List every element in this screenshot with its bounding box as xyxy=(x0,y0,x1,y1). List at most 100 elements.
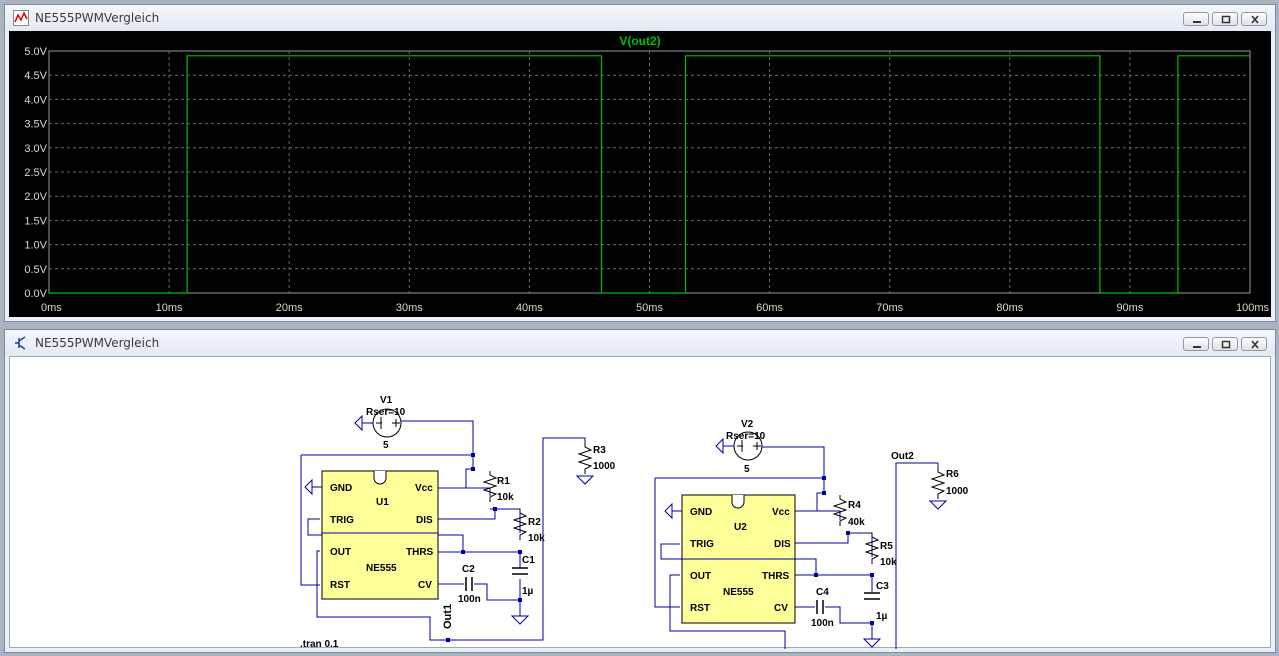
waveform-icon xyxy=(13,10,29,26)
ground-icon xyxy=(664,502,673,520)
r4-value: 40k xyxy=(848,517,865,528)
u2-pin-trig: TRIG xyxy=(690,539,714,550)
u1-pin-vcc: Vcc xyxy=(415,483,433,494)
x-tick-label: 0ms xyxy=(41,302,62,314)
r3-value: 1000 xyxy=(593,461,616,472)
minimize-button[interactable] xyxy=(1183,12,1209,26)
maximize-button[interactable] xyxy=(1212,337,1238,351)
waveform-titlebar[interactable]: NE555PWMVergleich xyxy=(5,5,1275,31)
r1-value: 10k xyxy=(497,492,514,503)
c2-value: 100n xyxy=(458,594,481,605)
ground-icon xyxy=(304,478,313,496)
schematic-titlebar[interactable]: NE555PWMVergleich xyxy=(5,330,1275,356)
u1-pin-rst: RST xyxy=(330,580,350,591)
u2-pin-thrs: THRS xyxy=(762,571,790,582)
resistor-r4[interactable]: R4 40k xyxy=(832,495,865,528)
resistor-r6[interactable]: R6 1000 xyxy=(928,468,969,510)
spice-directive[interactable]: .tran 0.1 xyxy=(300,639,339,650)
schematic-window[interactable]: NE555PWMVergleich xyxy=(4,329,1276,656)
y-tick-label: 0.5V xyxy=(24,264,47,276)
y-tick-label: 0.0V xyxy=(24,288,47,300)
resistor-r1[interactable]: R1 10k xyxy=(482,471,514,503)
y-tick-label: 1.0V xyxy=(24,240,47,252)
close-button[interactable] xyxy=(1241,337,1267,351)
y-tick-label: 5.0V xyxy=(24,46,47,58)
r5-name: R5 xyxy=(880,541,893,552)
close-icon xyxy=(1251,340,1259,349)
u1-pin-trig: TRIG xyxy=(330,515,354,526)
c3-value: 1µ xyxy=(876,611,888,622)
waveform-chart[interactable]: 0.0V0.5V1.0V1.5V2.0V2.5V3.0V3.5V4.0V4.5V… xyxy=(9,31,1271,317)
u2-pin-gnd: GND xyxy=(690,507,712,518)
close-button[interactable] xyxy=(1241,12,1267,26)
ic-u2-ne555[interactable]: GND U2 Vcc TRIG DIS OUT THRS NE555 RST C… xyxy=(664,494,796,624)
trace-label-vout2[interactable]: V(out2) xyxy=(619,34,660,48)
u2-part: NE555 xyxy=(723,587,754,598)
schematic-canvas[interactable]: V1 Rser=10 5 GND U1 Vcc TRIG DIS OUT THR… xyxy=(9,356,1272,656)
x-tick-label: 90ms xyxy=(1116,302,1143,314)
voltage-source-v2[interactable]: V2 Rser=10 5 xyxy=(715,419,766,475)
capacitor-c4[interactable]: C4 100n xyxy=(811,587,834,629)
resistor-r2[interactable]: R2 10k xyxy=(512,509,545,544)
minimize-button[interactable] xyxy=(1183,337,1209,351)
junctions-circuit2 xyxy=(814,476,874,625)
u2-pin-cv: CV xyxy=(774,603,788,614)
schematic-drawing[interactable]: V1 Rser=10 5 GND U1 Vcc TRIG DIS OUT THR… xyxy=(10,357,1272,656)
r2-value: 10k xyxy=(528,533,545,544)
x-tick-label: 10ms xyxy=(156,302,183,314)
maximize-button[interactable] xyxy=(1212,12,1238,26)
v1-name: V1 xyxy=(380,395,393,406)
resistor-r5[interactable]: R5 10k xyxy=(864,533,897,568)
net-label-out2[interactable]: Out2 xyxy=(891,451,914,462)
r4-name: R4 xyxy=(848,500,861,511)
minimize-icon xyxy=(1193,346,1201,348)
x-tick-label: 70ms xyxy=(876,302,903,314)
c4-name: C4 xyxy=(816,587,829,598)
u1-pin-cv: CV xyxy=(418,580,432,591)
x-tick-label: 80ms xyxy=(996,302,1023,314)
x-tick-label: 40ms xyxy=(516,302,543,314)
y-tick-label: 2.5V xyxy=(24,167,47,179)
u2-pin-dis: DIS xyxy=(774,539,791,550)
ic-u1-ne555[interactable]: GND U1 Vcc TRIG DIS OUT THRS NE555 RST C… xyxy=(304,470,439,600)
capacitor-c2[interactable]: C2 100n xyxy=(458,564,481,605)
c1-value: 1µ xyxy=(522,586,534,597)
u1-pin-out: OUT xyxy=(330,547,351,558)
close-icon xyxy=(1251,15,1259,24)
x-tick-label: 30ms xyxy=(396,302,423,314)
capacitor-c1[interactable]: C1 1µ xyxy=(512,555,535,597)
x-tick-label: 100ms xyxy=(1236,302,1270,314)
v2-rser: Rser=10 xyxy=(726,431,766,442)
schematic-window-title: NE555PWMVergleich xyxy=(35,336,160,350)
trace-vout2[interactable] xyxy=(49,55,1250,294)
net-label-out1[interactable]: Out1 xyxy=(442,604,454,629)
u2-pin-out: OUT xyxy=(690,571,711,582)
ground-icon xyxy=(354,414,363,432)
x-tick-label: 60ms xyxy=(756,302,783,314)
v1-value: 5 xyxy=(383,440,389,451)
y-tick-label: 3.5V xyxy=(24,119,47,131)
junctions-circuit1 xyxy=(446,453,522,642)
r6-value: 1000 xyxy=(946,486,969,497)
u2-pin-rst: RST xyxy=(690,603,710,614)
schematic-icon xyxy=(15,336,26,350)
u2-pin-vcc: Vcc xyxy=(772,507,790,518)
ground-icon xyxy=(715,437,724,455)
voltage-source-v1[interactable]: V1 Rser=10 5 xyxy=(354,395,406,451)
ground-icon xyxy=(575,475,595,485)
y-tick-label: 4.0V xyxy=(24,94,47,106)
ground-icon xyxy=(510,615,530,625)
capacitor-c3[interactable]: C3 1µ xyxy=(864,581,889,622)
u1-part: NE555 xyxy=(366,563,397,574)
x-tick-label: 20ms xyxy=(276,302,303,314)
ground-icon xyxy=(928,500,948,510)
resistor-r3[interactable]: R3 1000 xyxy=(575,443,616,485)
u1-pin-thrs: THRS xyxy=(406,547,434,558)
c2-name: C2 xyxy=(462,564,475,575)
r1-name: R1 xyxy=(497,476,510,487)
y-tick-label: 4.5V xyxy=(24,70,47,82)
maximize-icon xyxy=(1221,340,1231,349)
v1-rser: Rser=10 xyxy=(366,407,406,418)
